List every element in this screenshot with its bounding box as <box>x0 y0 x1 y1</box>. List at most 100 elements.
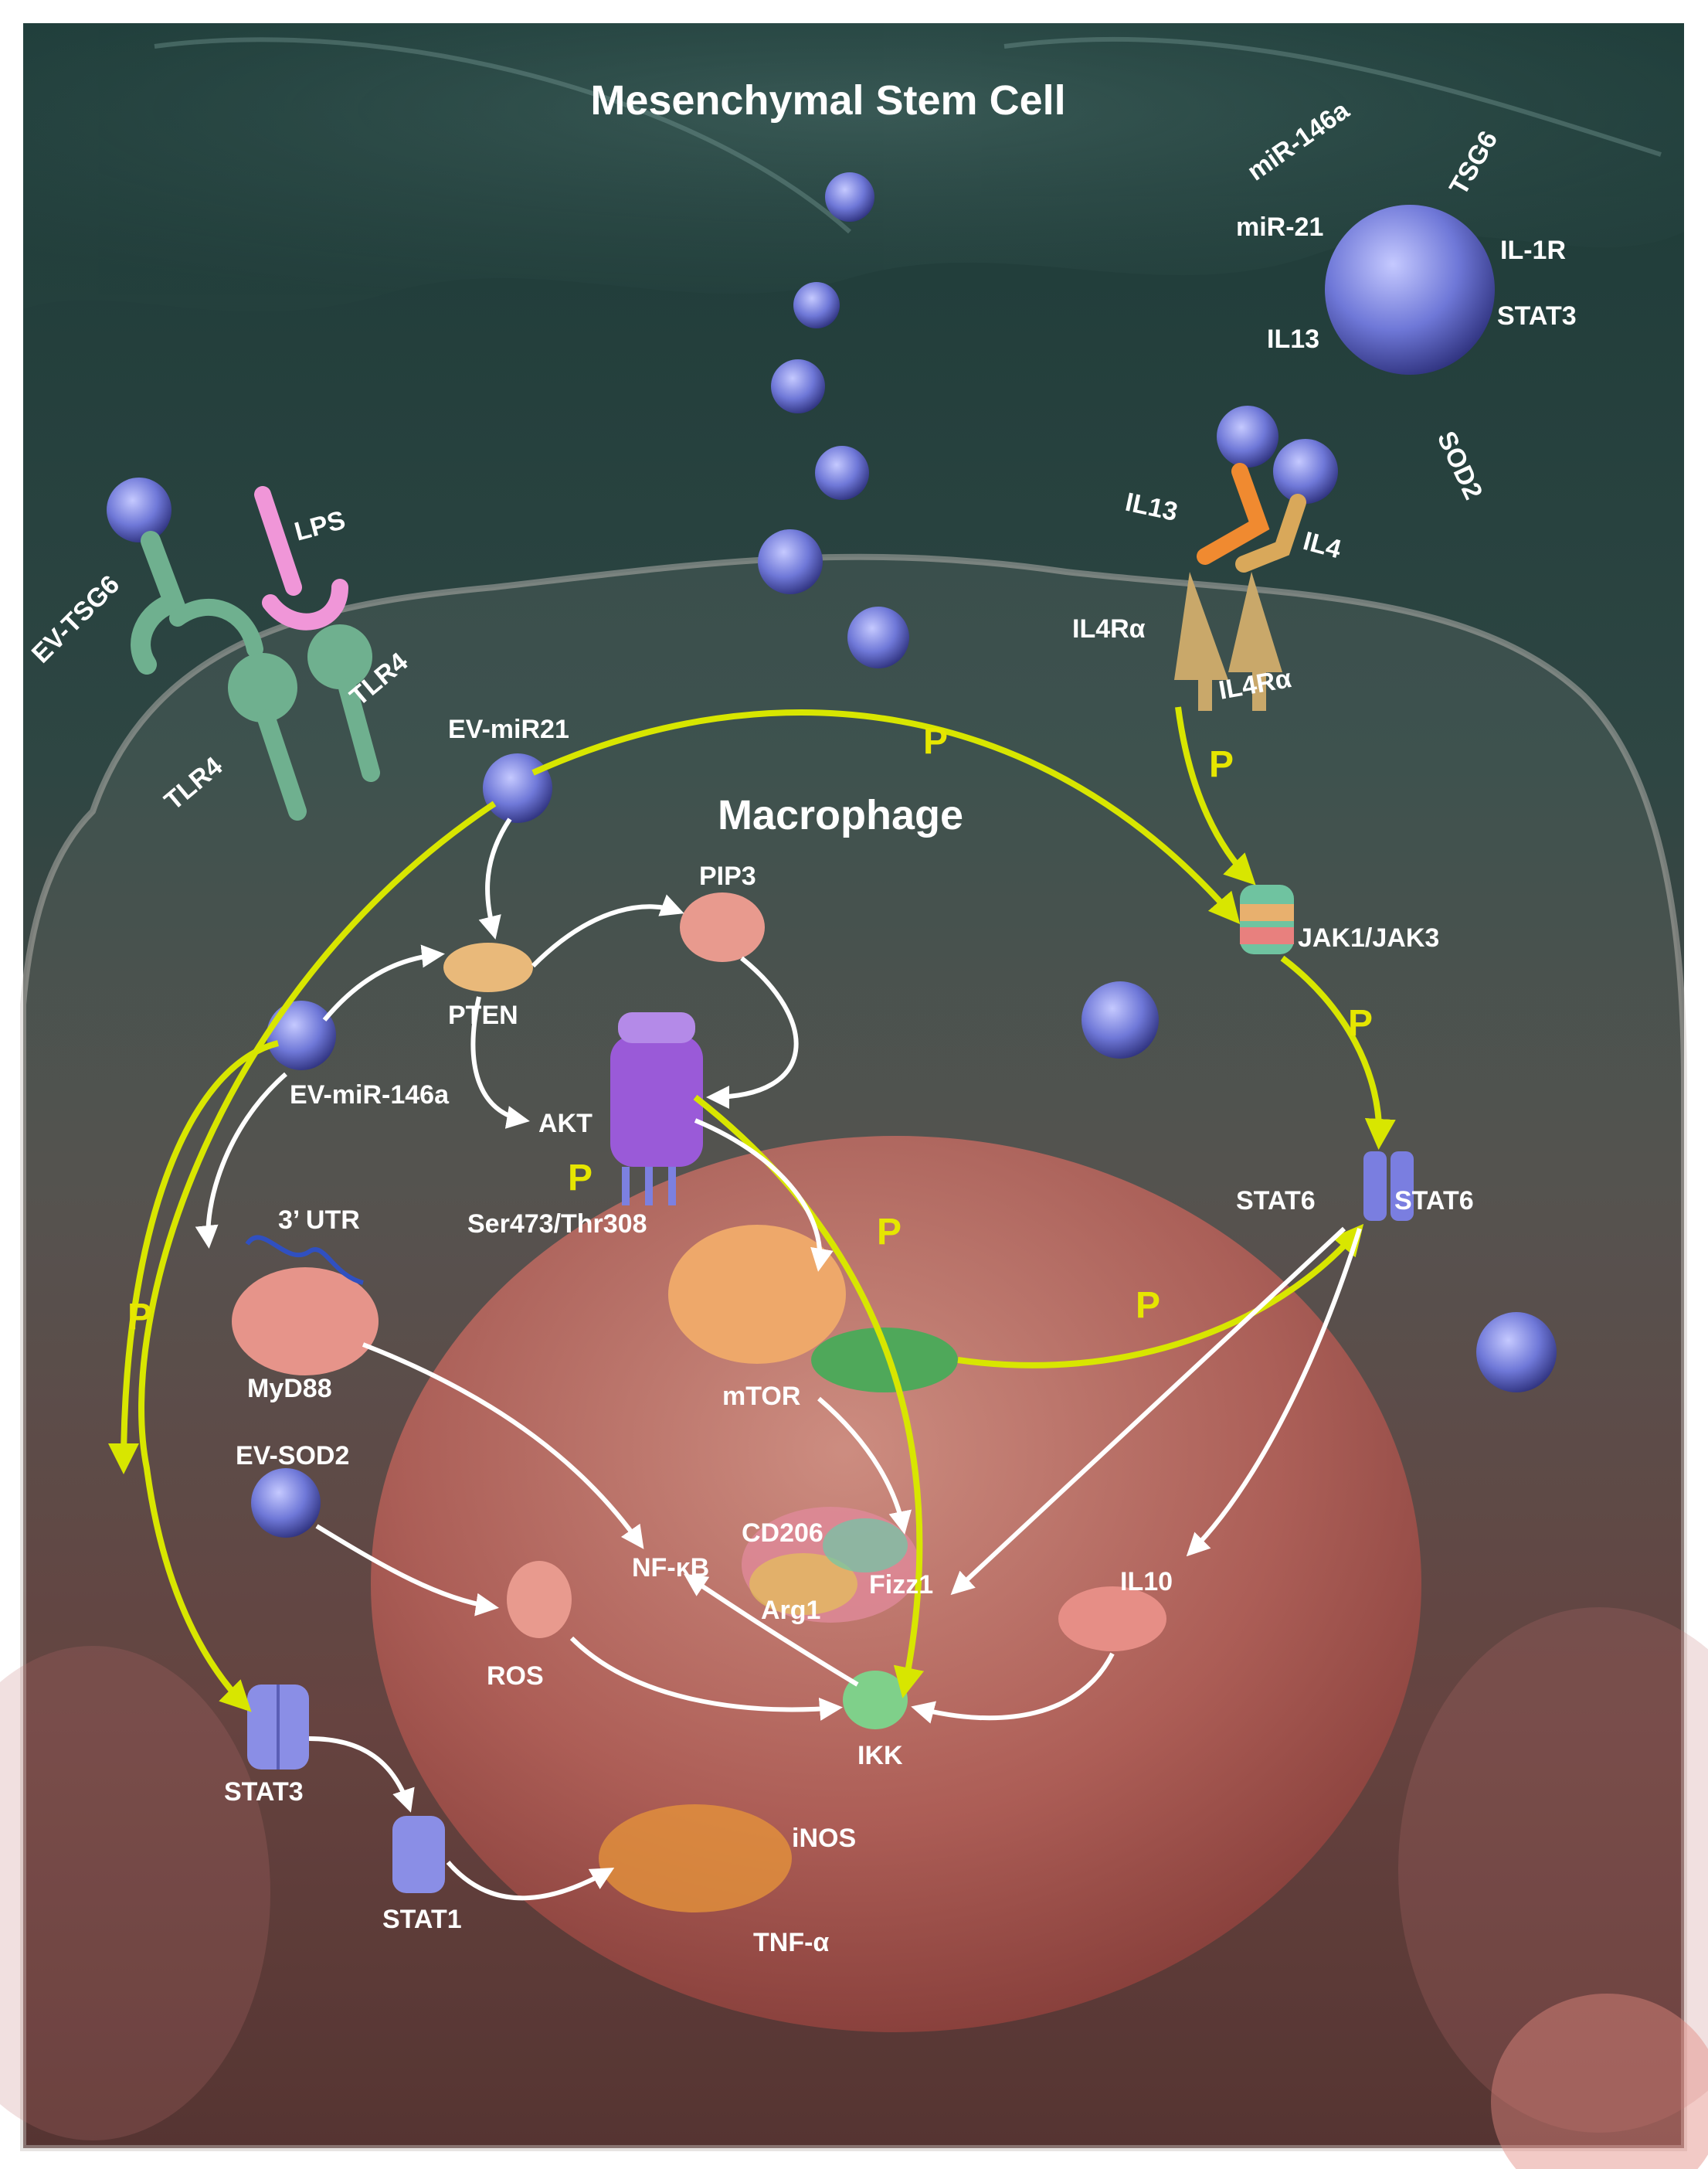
ev-mir146a-vesicle <box>267 1001 336 1070</box>
label-stat6-left: STAT6 <box>1236 1186 1316 1215</box>
label-akt: AKT <box>538 1109 593 1138</box>
arrow-myd88-to-nfkb <box>362 1342 644 1549</box>
ros-protein <box>507 1561 572 1638</box>
arrow-jak-to-stat6 <box>1280 955 1396 1150</box>
label-ikk: IKK <box>857 1741 903 1770</box>
cargo-vesicle <box>1325 205 1495 375</box>
mtor-protein-b <box>811 1328 958 1392</box>
p-label-mtor-stat6: P <box>1136 1285 1160 1326</box>
cargo-stat3: STAT3 <box>1497 301 1577 331</box>
p-label-akt: P <box>568 1158 593 1198</box>
p-label-mir21-jak: P <box>923 721 948 762</box>
label-myd88: MyD88 <box>247 1374 332 1403</box>
arrow-stat6-to-il10 <box>1186 1228 1362 1557</box>
pip3-protein <box>680 892 765 962</box>
arrow-stat1-to-inos <box>446 1861 615 1901</box>
arrow-mir21-to-jak <box>531 709 1241 925</box>
vesicle <box>793 282 840 328</box>
inos-protein <box>599 1804 792 1912</box>
stat1-protein <box>392 1816 445 1893</box>
arrow-stat3-to-stat1 <box>308 1736 415 1813</box>
label-ser-thr: Ser473/Thr308 <box>467 1209 647 1239</box>
arrow-ikk-to-nfkb <box>684 1573 859 1687</box>
label-fizz1: Fizz1 <box>869 1570 933 1600</box>
ev-mir21-vesicle <box>483 753 552 823</box>
p-label-stat3: P <box>127 1297 152 1338</box>
vesicle <box>1082 981 1159 1059</box>
label-arg1: Arg1 <box>761 1596 820 1625</box>
ikk-protein <box>843 1671 908 1729</box>
jak-protein <box>1240 885 1294 954</box>
p-label-akt-ikk: P <box>877 1212 902 1253</box>
label-nfkb: NF-κB <box>632 1553 709 1583</box>
arrow-il4ra-to-jak <box>1175 706 1256 886</box>
arrow-pten-to-pip3 <box>531 894 684 968</box>
arrow-mtor-to-stat6 <box>957 1223 1364 1368</box>
ev-sod2-vesicle <box>251 1468 321 1538</box>
arrow-stat6-to-fizz1 <box>950 1226 1346 1596</box>
label-pip3: PIP3 <box>699 862 756 891</box>
label-mtor: mTOR <box>722 1382 800 1411</box>
label-utr: 3’ UTR <box>278 1205 360 1235</box>
vesicle <box>771 359 825 413</box>
arrow-mir146a-to-pten <box>322 944 445 1022</box>
il10-protein <box>1058 1586 1166 1651</box>
arrow-akt-to-mtor <box>694 1118 834 1272</box>
mtor-protein-a <box>668 1225 846 1364</box>
msc-membrane <box>23 23 1684 312</box>
arrow-mtor-to-cd206 <box>817 1396 912 1535</box>
label-inos: iNOS <box>792 1824 856 1853</box>
vesicle <box>758 529 823 594</box>
neighbor-cell-left <box>0 1646 270 2140</box>
cargo-il13: IL13 <box>1267 325 1319 354</box>
cd206-complex <box>742 1507 919 1623</box>
p-label-il4ra-jak: P <box>1209 744 1234 785</box>
neighbor-cell-right-small <box>1491 1994 1708 2169</box>
arrow-mir21-to-pten <box>478 818 512 940</box>
neighbor-cell-right <box>1398 1607 1708 2133</box>
label-jak: JAK1/JAK3 <box>1298 923 1439 953</box>
label-tnfa: TNF-α <box>753 1928 829 1957</box>
label-stat6-right: STAT6 <box>1394 1186 1474 1215</box>
tlr4-receptors <box>107 478 380 821</box>
utr-rna <box>245 1235 364 1285</box>
pten-protein <box>443 943 533 992</box>
vesicle <box>847 607 909 668</box>
arrow-akt-to-ikk <box>693 1094 925 1698</box>
arrow-ros-to-ikk <box>569 1636 843 1721</box>
p-label-jak-stat6: P <box>1348 1003 1373 1044</box>
arrow-mir21-to-stat3 <box>138 801 497 1712</box>
label-ev-mir21: EV-miR21 <box>448 715 569 744</box>
label-pten: PTEN <box>448 1001 518 1030</box>
stat6-protein <box>1363 1151 1414 1221</box>
msc-title: Mesenchymal Stem Cell <box>590 77 1065 124</box>
label-stat3: STAT3 <box>224 1777 304 1807</box>
signal-arrows <box>195 818 1362 1901</box>
ev-stream <box>758 172 1557 1392</box>
label-cd206: CD206 <box>742 1518 823 1548</box>
cargo-il1r: IL-1R <box>1500 236 1566 265</box>
arrow-il10-to-ikk <box>911 1652 1115 1724</box>
il4-receptor <box>1174 406 1338 711</box>
label-ros: ROS <box>487 1661 544 1691</box>
arrow-pip3-to-akt <box>706 956 799 1109</box>
label-il4ra-left: IL4Rα <box>1072 614 1146 644</box>
phospho-arrows <box>108 706 1396 1712</box>
cargo-mir21: miR-21 <box>1236 212 1323 242</box>
vesicle <box>815 446 869 500</box>
akt-protein <box>610 1012 703 1205</box>
arrow-mir146a-to-myd88 <box>195 1072 287 1249</box>
label-il10: IL10 <box>1120 1567 1173 1596</box>
vesicle <box>1476 1312 1557 1392</box>
label-ev-mir146a: EV-miR-146a <box>290 1080 450 1110</box>
arrow-pten-to-akt <box>470 996 530 1129</box>
vesicle <box>825 172 874 222</box>
macrophage-title: Macrophage <box>718 792 963 838</box>
arrow-mir146a-to-stat3 <box>108 1040 279 1474</box>
label-ev-sod2: EV-SOD2 <box>236 1441 349 1470</box>
stat3-protein <box>247 1685 309 1770</box>
myd88-protein <box>232 1267 379 1375</box>
label-stat1: STAT1 <box>382 1905 462 1934</box>
arrow-sod2-to-ros <box>315 1524 499 1617</box>
